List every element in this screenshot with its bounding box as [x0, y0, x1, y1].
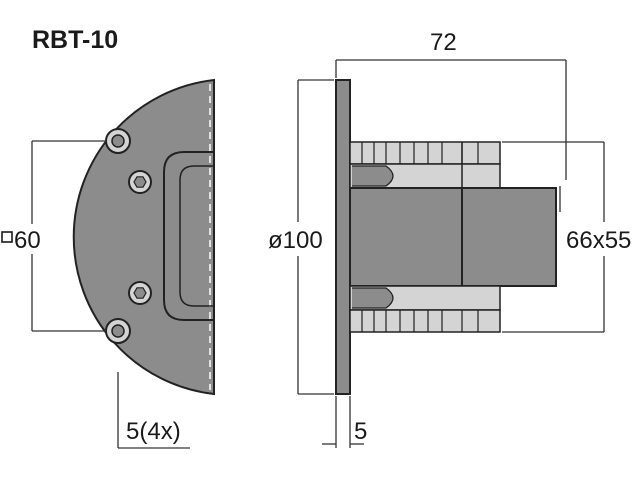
magnet-dimension-lines	[502, 141, 605, 333]
side-view: 72 ø100 66x55 5	[268, 29, 631, 448]
magnet-body	[349, 187, 463, 287]
square-mounting-dim: 60	[14, 227, 41, 254]
waveguide-inner-outline	[179, 165, 214, 307]
square-dimension-lines	[31, 140, 106, 332]
front-view: 60 5(4x)	[1, 78, 215, 449]
diameter-dimension-lines	[297, 79, 334, 395]
mounting-hole-top	[105, 128, 131, 154]
lower-fins	[349, 285, 501, 333]
magnet-size-dim: 66x55	[566, 227, 631, 254]
hole-dimension-lines	[117, 372, 190, 449]
hex-screw-bottom	[128, 281, 152, 305]
hole-diameter-dim: 5(4x)	[126, 418, 181, 445]
faceplate-side	[335, 79, 351, 395]
rear-block	[461, 187, 557, 287]
hex-screw-top	[128, 170, 152, 194]
faceplate-diameter-dim: ø100	[268, 227, 323, 254]
square-symbol-icon	[1, 231, 13, 243]
thickness-dimension-lines	[322, 396, 364, 448]
mounting-hole-bottom	[105, 318, 131, 344]
upper-fins	[349, 141, 501, 189]
model-label: RBT-10	[32, 26, 118, 54]
overall-depth-dim: 72	[430, 29, 457, 56]
depth-dimension-lines	[335, 59, 567, 212]
waveguide-outer-outline	[163, 151, 214, 321]
plate-thickness-dim: 5	[354, 418, 367, 445]
faceplate-half-disc	[72, 78, 215, 396]
